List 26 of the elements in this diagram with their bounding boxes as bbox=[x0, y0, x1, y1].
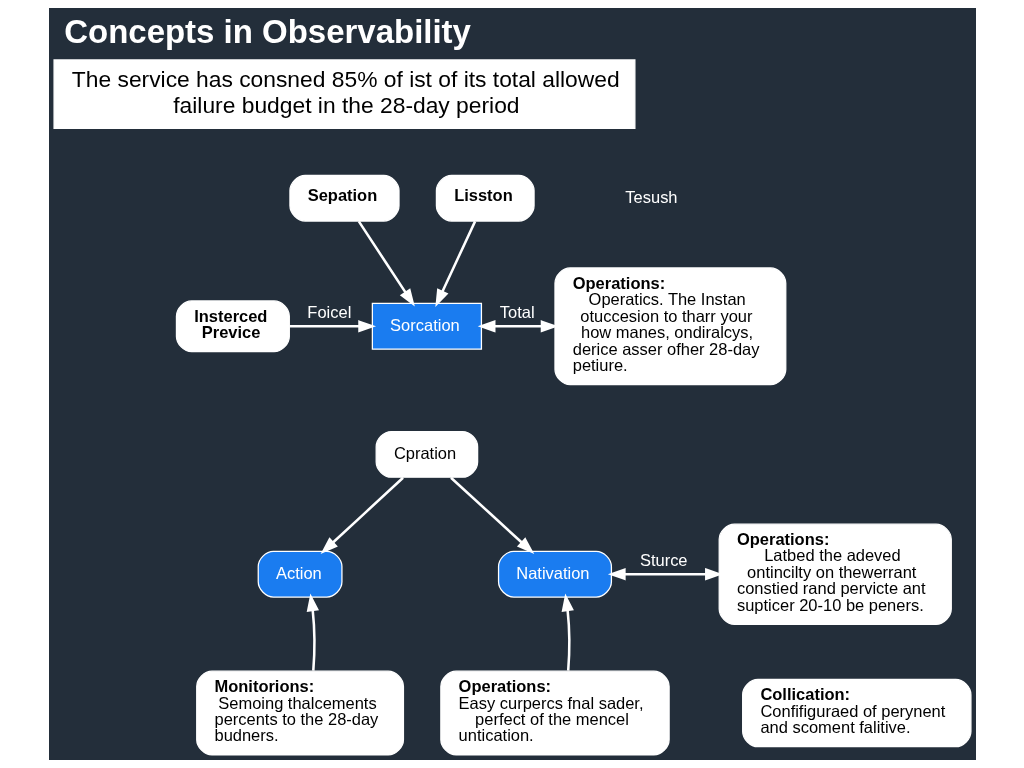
node-box: Operations: Latbed the adeved ontincilty on thewerrant constied rand pervicte ant supticer 20-10 be peners. bbox=[718, 523, 952, 625]
node-box: Operations: Easy curpercs fnal sader, perfect of the mencel untication. bbox=[439, 670, 670, 756]
edge-label: Total bbox=[499, 302, 535, 321]
arrow bbox=[306, 593, 319, 671]
arrow bbox=[607, 568, 723, 581]
label: Tesush bbox=[624, 187, 678, 206]
arrow bbox=[561, 593, 574, 671]
node-box: Action bbox=[257, 550, 343, 598]
node-box: Monitorions: Semoing thalcements percents to the 28-day budners. bbox=[195, 670, 404, 756]
arrow bbox=[434, 220, 476, 307]
node-box: Lisston bbox=[435, 174, 535, 222]
node-box: Collication: Confifiguraed of perynent and scoment falitive. bbox=[741, 678, 972, 748]
node-box: Operations: Operatics. The Instan otuccesion to tharr your how manes, ondiralcys, derice asser ofher 28-day petiure. bbox=[553, 267, 786, 386]
node-box: Nativation bbox=[497, 550, 612, 598]
node-box: Insterced Previce bbox=[175, 300, 290, 353]
arrow bbox=[449, 476, 534, 554]
label: The service has consned 85% of ist of its total allowed failure budget in the 28-day period bbox=[71, 66, 620, 118]
node-box: Sorcation bbox=[371, 302, 482, 350]
edge-label: Sturce bbox=[639, 550, 688, 569]
edge-label: Foicel bbox=[306, 302, 351, 321]
arrow bbox=[320, 476, 404, 554]
node-box: Sepation bbox=[288, 174, 400, 222]
arrow bbox=[289, 320, 376, 333]
diagram-title: Concepts in Observability bbox=[63, 13, 471, 51]
arrow bbox=[357, 220, 415, 307]
node-box: Cpration bbox=[375, 430, 478, 478]
